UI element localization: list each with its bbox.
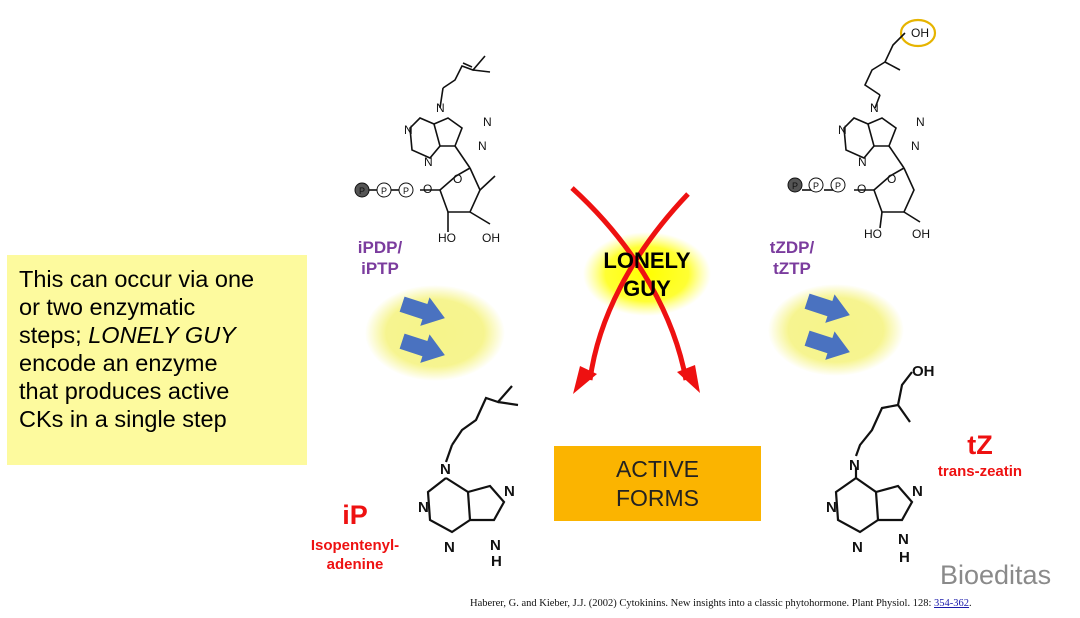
svg-text:HO: HO xyxy=(438,231,456,245)
citation-text: Haberer, G. and Kieber, J.J. (2002) Cyto… xyxy=(470,598,935,609)
ipdp-label-2: iPTP xyxy=(361,259,399,278)
note-line-3: steps; LONELY GUY xyxy=(19,321,297,349)
ip-name-2: adenine xyxy=(326,556,384,573)
ipdp-label-1: iPDP/ xyxy=(357,238,403,257)
svg-text:O: O xyxy=(453,172,462,186)
tzdp-label-2: tZTP xyxy=(773,259,811,278)
svg-text:OH: OH xyxy=(482,231,500,245)
ip-label: iP Isopentenyl- adenine xyxy=(300,500,410,574)
lonely-guy-line-2: GUY xyxy=(623,276,671,301)
svg-text:P: P xyxy=(792,181,798,191)
tz-name: trans-zeatin xyxy=(937,463,1023,480)
svg-text:N: N xyxy=(916,115,925,129)
bioeditas-watermark: Bioeditas xyxy=(940,560,1052,590)
ip-name-1: Isopentenyl- xyxy=(310,537,400,554)
svg-text:N: N xyxy=(912,483,923,500)
svg-text:OH: OH xyxy=(911,26,929,40)
svg-text:H: H xyxy=(491,553,502,570)
note-line-6: CKs in a single step xyxy=(19,406,227,432)
svg-text:HO: HO xyxy=(864,227,882,241)
svg-text:P: P xyxy=(813,181,819,191)
svg-text:N: N xyxy=(898,531,909,548)
note-line-3-text: steps; xyxy=(19,322,89,348)
svg-text:N: N xyxy=(483,115,492,129)
svg-text:N: N xyxy=(858,155,867,169)
svg-text:O: O xyxy=(423,182,432,196)
citation-link[interactable]: 354-362 xyxy=(934,598,970,609)
svg-text:N: N xyxy=(478,139,487,153)
svg-text:N: N xyxy=(852,539,863,556)
svg-text:N: N xyxy=(504,483,515,500)
svg-text:OH: OH xyxy=(912,363,935,380)
note-lonely-guy-italic: LONELY GUY xyxy=(88,322,236,348)
svg-text:N: N xyxy=(870,101,879,115)
tz-label: tZ trans-zeatin xyxy=(925,430,1035,481)
svg-text:N: N xyxy=(440,461,451,478)
svg-text:N: N xyxy=(418,499,429,516)
svg-text:N: N xyxy=(424,155,433,169)
note-line-4: encode an enzyme xyxy=(19,350,218,376)
svg-text:P: P xyxy=(359,186,365,196)
lonely-guy-label: LONELY GUY xyxy=(583,240,711,310)
explanation-note: This can occur via one or two enzymatic … xyxy=(7,255,307,465)
citation-end: . xyxy=(969,598,972,609)
svg-text:N: N xyxy=(826,499,837,516)
two-step-arrows-left xyxy=(365,285,505,381)
svg-text:N: N xyxy=(436,101,445,115)
active-forms-line-1: ACTIVE xyxy=(615,455,700,482)
note-line-5: that produces active xyxy=(19,378,230,404)
ipdp-molecule: N N N N N O O HO OH P P P xyxy=(354,55,500,245)
lonely-guy-line-1: LONELY xyxy=(603,248,691,273)
svg-text:N: N xyxy=(404,123,413,137)
two-step-arrows-right xyxy=(768,284,904,376)
tzdp-label: tZDP/ tZTP xyxy=(757,237,827,279)
red-crossing-arrows xyxy=(570,186,700,394)
tz-abbrev: tZ xyxy=(967,430,993,460)
note-line-1: This can occur via one xyxy=(19,266,255,292)
svg-text:N: N xyxy=(838,123,847,137)
svg-text:P: P xyxy=(403,186,409,196)
svg-text:O: O xyxy=(857,182,866,196)
citation: Haberer, G. and Kieber, J.J. (2002) Cyto… xyxy=(470,598,972,609)
note-line-2: or two enzymatic xyxy=(19,294,196,320)
svg-text:O: O xyxy=(887,172,896,186)
ipdp-label: iPDP/ iPTP xyxy=(345,237,415,279)
active-forms-box: ACTIVE FORMS xyxy=(554,446,761,521)
svg-text:N: N xyxy=(849,457,860,474)
svg-text:N: N xyxy=(911,139,920,153)
svg-text:P: P xyxy=(835,181,841,191)
svg-text:OH: OH xyxy=(912,227,930,241)
active-forms-line-2: FORMS xyxy=(615,484,700,511)
tz-molecule: OH N N N N N H xyxy=(826,363,935,566)
tzdp-molecule: OH N N N N N O O HO OH P P P xyxy=(787,18,937,241)
svg-text:P: P xyxy=(381,186,387,196)
ip-abbrev: iP xyxy=(342,500,368,530)
svg-text:H: H xyxy=(899,549,910,566)
svg-text:N: N xyxy=(444,539,455,556)
svg-text:N: N xyxy=(490,537,501,554)
tzdp-label-1: tZDP/ xyxy=(769,238,815,257)
ip-molecule: N N N N N H xyxy=(418,385,519,570)
